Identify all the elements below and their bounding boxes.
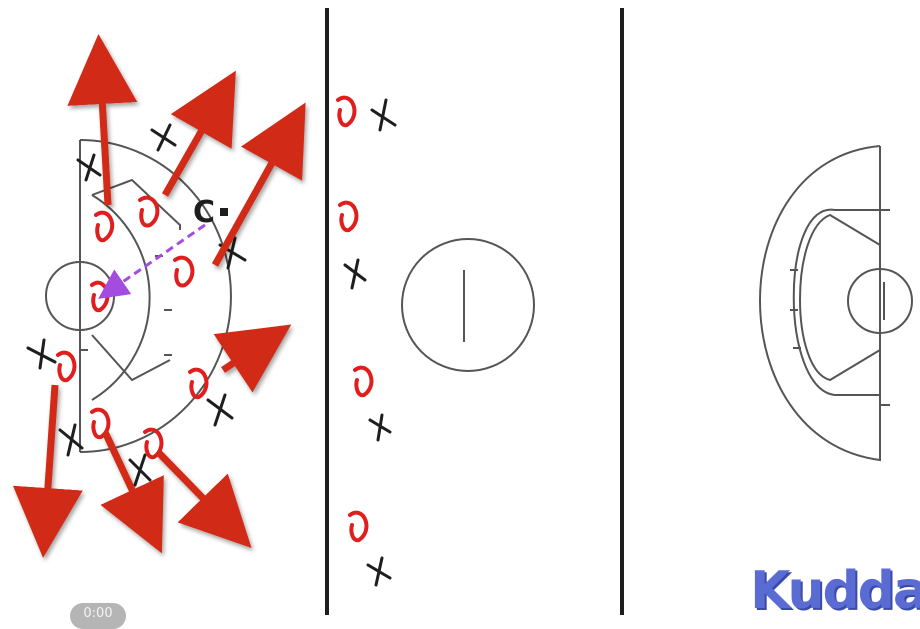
center-face-off-circle xyxy=(401,238,535,372)
video-timestamp: 0:00 xyxy=(70,603,126,629)
center-defender-marks xyxy=(343,98,397,587)
left-goal-area xyxy=(79,139,232,453)
right-face-off-circle xyxy=(847,268,913,334)
left-movement-arrows xyxy=(12,34,306,558)
brand-logo: Kudda xyxy=(750,561,920,621)
drill-diagram: C X xyxy=(12,8,913,615)
center-offense-marks xyxy=(336,95,374,543)
pass-arrow xyxy=(98,223,206,299)
left-defender-marks xyxy=(26,123,247,487)
coach-marker xyxy=(220,208,228,216)
coach-annotation: C xyxy=(193,195,215,230)
left-offense-marks xyxy=(56,195,209,460)
right-goal-area xyxy=(759,145,890,462)
